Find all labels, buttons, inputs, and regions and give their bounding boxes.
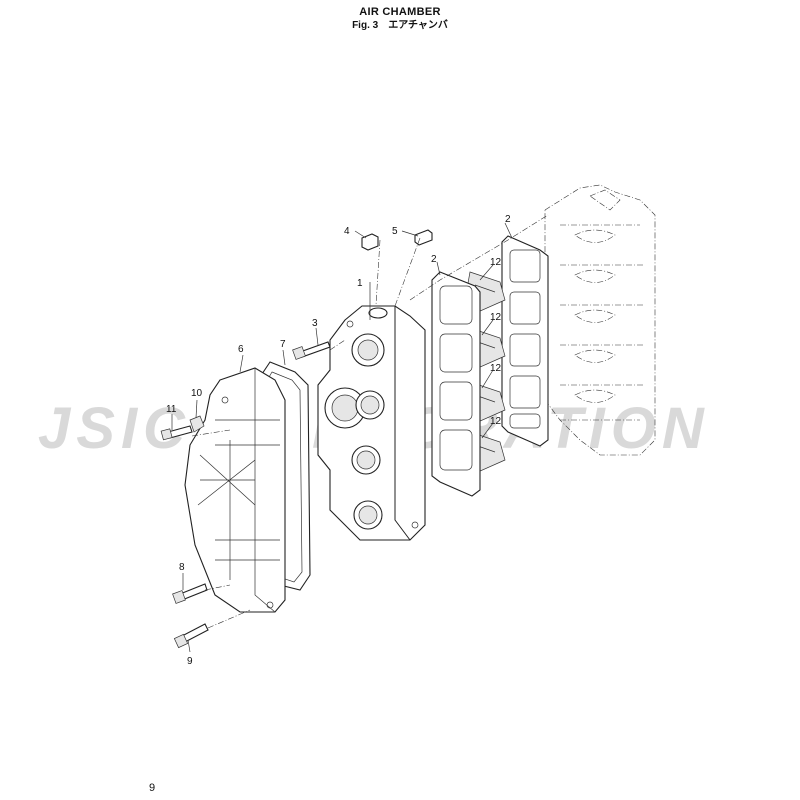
callout-12-a: 12 xyxy=(490,257,502,268)
callout-4: 4 xyxy=(344,226,350,237)
engine-block xyxy=(544,184,656,456)
gasket-left xyxy=(431,271,481,497)
callout-5: 5 xyxy=(392,226,398,237)
callout-6: 6 xyxy=(238,344,244,355)
bolt-3 xyxy=(292,341,331,360)
bolt-11 xyxy=(160,425,193,441)
bolt-8 xyxy=(172,583,208,604)
gasket-right xyxy=(501,235,549,447)
page-number: 9 xyxy=(149,782,156,794)
callout-12-d: 12 xyxy=(490,416,502,427)
bolt-9 xyxy=(173,623,209,649)
callout-11: 11 xyxy=(166,404,177,415)
leader-lines xyxy=(171,222,513,653)
callout-7: 7 xyxy=(280,339,286,350)
callout-10: 10 xyxy=(191,388,203,399)
cap-4 xyxy=(361,233,379,251)
callout-1: 1 xyxy=(357,278,363,289)
callout-8: 8 xyxy=(179,562,185,573)
figure-title: AIR CHAMBER xyxy=(359,6,441,18)
callout-2-right: 2 xyxy=(505,214,511,225)
callout-9: 9 xyxy=(187,656,193,667)
pin-5 xyxy=(414,229,433,246)
figure-header: AIR CHAMBER Fig. 3 エアチャンバ xyxy=(0,6,800,32)
callout-labels: 1 2 2 3 4 5 6 7 8 9 10 11 12 12 12 12 xyxy=(166,214,511,667)
callout-3: 3 xyxy=(312,318,318,329)
callout-12-b: 12 xyxy=(490,312,502,323)
callout-2-left: 2 xyxy=(431,254,437,265)
figure-subtitle: Fig. 3 エアチャンバ xyxy=(352,20,448,31)
callout-12-c: 12 xyxy=(490,363,502,374)
air-chamber-housing xyxy=(317,305,426,541)
grommet-10 xyxy=(189,415,205,433)
assembly-lines xyxy=(191,214,549,629)
